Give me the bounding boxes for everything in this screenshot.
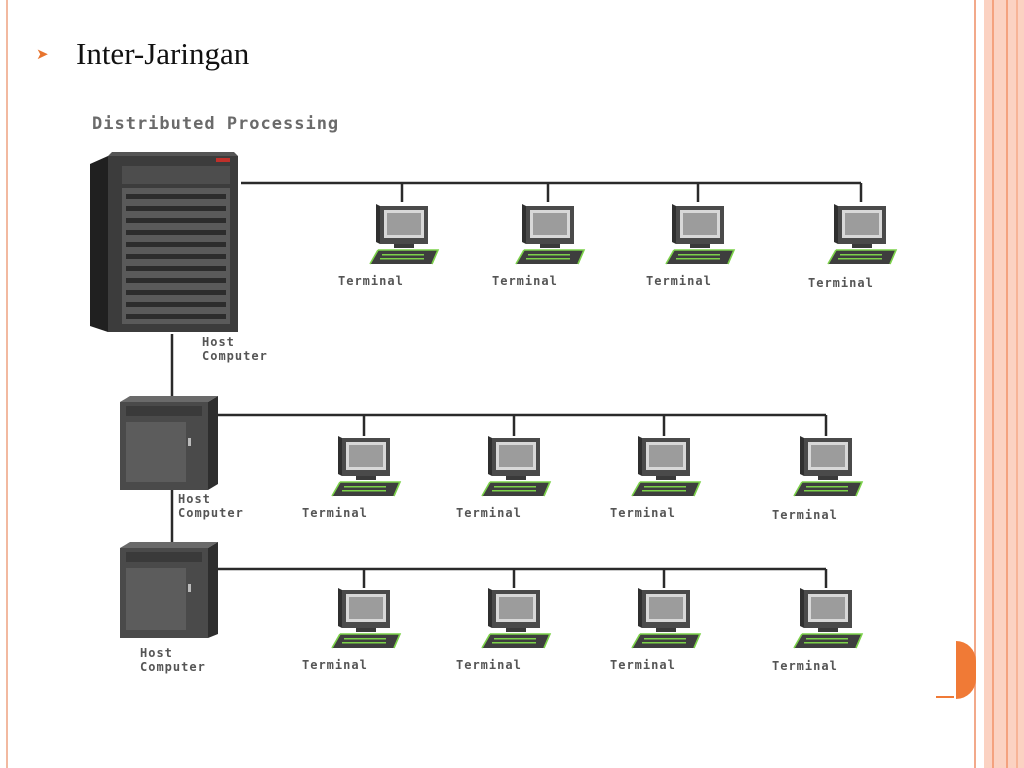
terminal-computer [366,202,442,273]
host-label-3: Host Computer [140,646,206,674]
terminal-computer [790,586,866,657]
host-label-1: Host Computer [202,335,268,363]
terminal-label: Terminal [302,506,368,520]
bullet-text: Inter-Jaringan [76,36,250,71]
terminal-computer-icon [631,587,701,649]
server-tower-icon [120,542,218,638]
diagram-title: Distributed Processing [92,114,340,134]
page-marker-tick [936,696,954,698]
terminal-computer [662,202,738,273]
terminal-computer-icon [793,587,863,649]
terminal-computer-icon [827,203,897,265]
terminal-label: Terminal [302,658,368,672]
host-label-line1: Host [178,492,211,506]
distributed-processing-diagram: Distributed Processing [86,106,936,696]
network-wiring [170,181,863,588]
host-label-line2: Computer [178,506,244,520]
page-marker-tab [956,641,976,699]
host-label-line1: Host [140,646,173,660]
terminal-computer-icon [631,435,701,497]
terminal-computer [478,586,554,657]
terminal-computer [328,586,404,657]
frame-right-band [984,0,1024,768]
terminal-computer [628,586,704,657]
host-label-line2: Computer [140,660,206,674]
terminal-computer [478,434,554,505]
frame-right-line [992,0,994,768]
host-computer-1 [88,150,244,341]
host-label-line2: Computer [202,349,268,363]
terminal-computer [328,434,404,505]
frame-right-line [1016,0,1018,768]
terminal-label: Terminal [610,658,676,672]
terminal-computer-icon [515,203,585,265]
terminal-label: Terminal [772,508,838,522]
terminal-computer [824,202,900,273]
frame-right-line [1006,0,1008,768]
terminal-computer-icon [793,435,863,497]
terminal-computer [628,434,704,505]
terminal-computer-icon [665,203,735,265]
terminal-label: Terminal [456,658,522,672]
terminal-label: Terminal [338,274,404,288]
terminal-label: Terminal [808,276,874,290]
host-label-2: Host Computer [178,492,244,520]
frame-right-line [974,0,976,768]
terminal-label: Terminal [772,659,838,673]
terminal-computer-icon [481,435,551,497]
bullet-item: ➤ Inter-Jaringan [36,34,249,74]
arrowhead-bullet-icon: ➤ [36,45,49,63]
host-computer-2 [116,394,220,495]
terminal-computer-icon [331,587,401,649]
server-tower-icon [120,396,218,490]
server-tower-icon [90,152,238,332]
terminal-computer-icon [369,203,439,265]
terminal-computer-icon [481,587,551,649]
host-label-line1: Host [202,335,235,349]
host-computer-3 [116,540,220,645]
terminal-label: Terminal [492,274,558,288]
terminal-label: Terminal [610,506,676,520]
terminal-label: Terminal [646,274,712,288]
terminal-computer [512,202,588,273]
terminal-label: Terminal [456,506,522,520]
frame-left-line [6,0,8,768]
terminal-computer [790,434,866,505]
terminal-computer-icon [331,435,401,497]
